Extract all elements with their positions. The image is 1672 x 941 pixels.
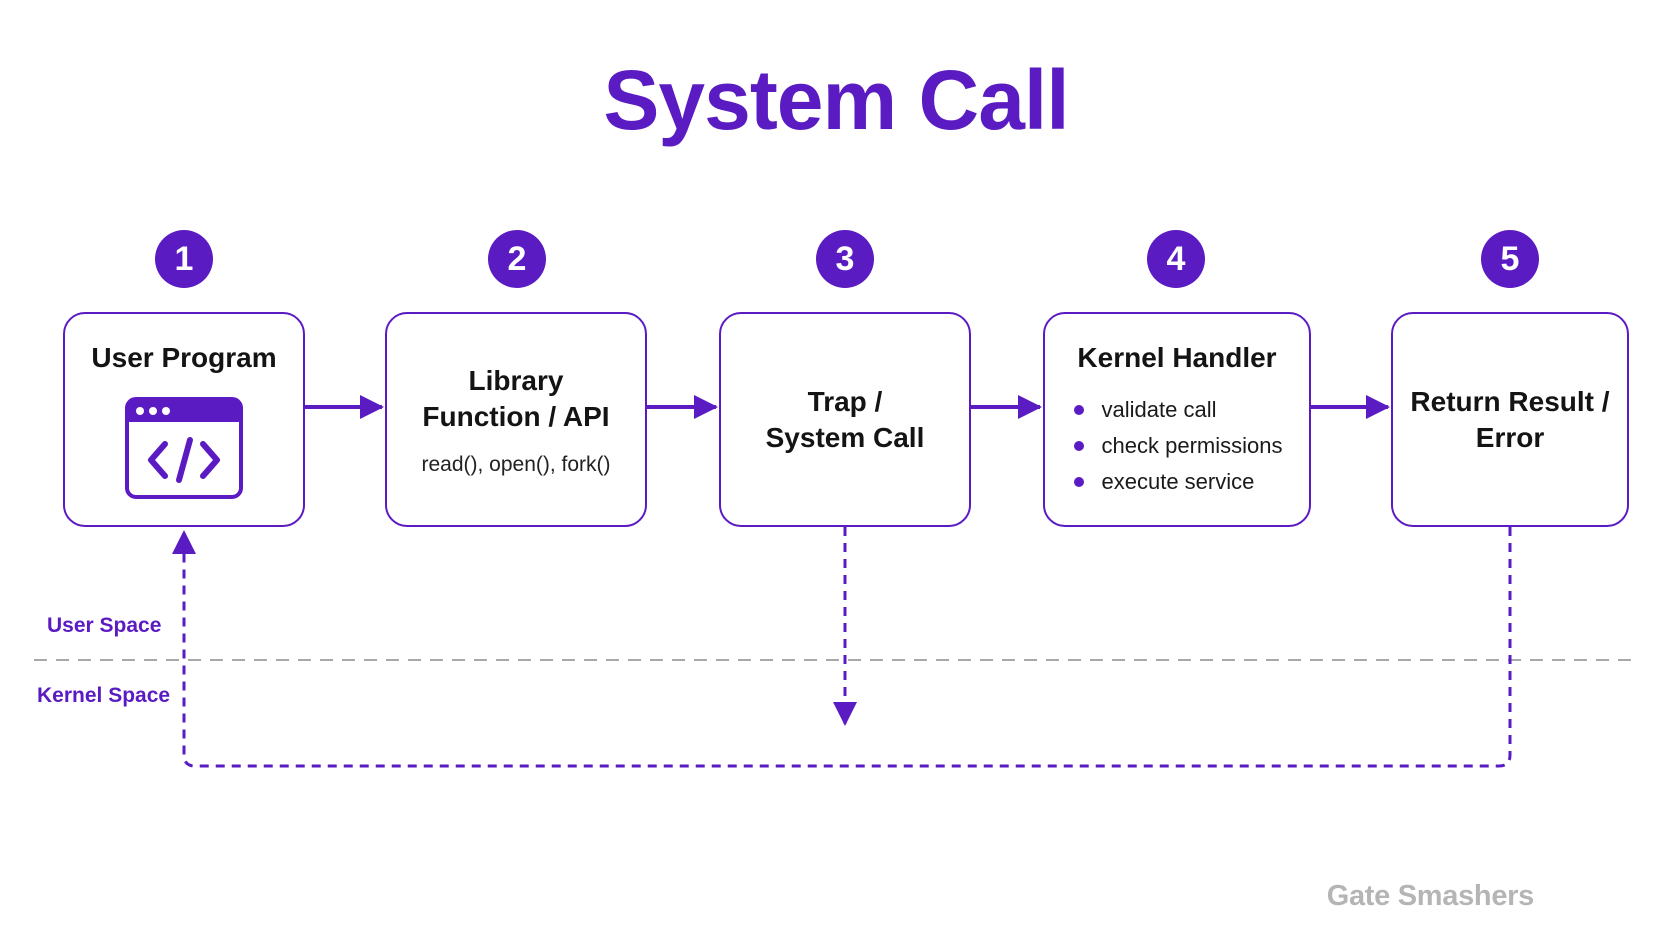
return-result-box: Return Result / Error (1391, 312, 1629, 527)
bullet-dot-icon (1073, 441, 1084, 451)
page-title: System Call (603, 53, 1069, 147)
library-function-heading-line1: Library (468, 364, 564, 396)
user-program-box: User Program (63, 312, 305, 527)
trap-heading-line1: Trap / (807, 385, 883, 417)
bullet-item: validate call (1072, 392, 1283, 428)
step-3-badge: 3 (816, 230, 874, 288)
bullet-text: check permissions (1101, 433, 1283, 458)
step-5-badge: 5 (1481, 230, 1539, 288)
step-1-badge: 1 (155, 230, 213, 288)
bullet-item: check permissions (1072, 428, 1283, 464)
brand-watermark: Gate Smashers (1326, 880, 1535, 912)
trap-system-call-box: Trap / System Call (719, 312, 971, 527)
kernel-handler-box: Kernel Handler validate call check permi… (1043, 312, 1311, 527)
bullet-item: execute service (1072, 464, 1283, 500)
kernel-space-label: Kernel Space (37, 684, 171, 707)
library-function-box: Library Function / API read(), open(), f… (385, 312, 647, 527)
user-space-label: User Space (47, 614, 162, 637)
return-result-heading-line2: Error (1475, 421, 1545, 453)
library-function-detail: read(), open(), fork() (421, 452, 611, 476)
library-function-heading-line2: Function / API (422, 400, 610, 432)
bullet-text: validate call (1101, 397, 1217, 422)
user-program-heading: User Program (91, 342, 277, 373)
return-loop-path (172, 527, 1512, 768)
bullet-text: execute service (1101, 469, 1255, 494)
step-2-badge: 2 (488, 230, 546, 288)
bullet-dot-icon (1073, 405, 1084, 415)
trap-heading-line2: System Call (765, 421, 925, 453)
kernel-handler-heading: Kernel Handler (1077, 342, 1277, 373)
step-4-badge: 4 (1147, 230, 1205, 288)
return-result-heading-line1: Return Result / (1410, 385, 1610, 417)
bullet-dot-icon (1073, 477, 1084, 487)
code-window-icon (125, 397, 243, 499)
kernel-handler-bullet-list: validate call check permissions execute … (1072, 392, 1283, 500)
